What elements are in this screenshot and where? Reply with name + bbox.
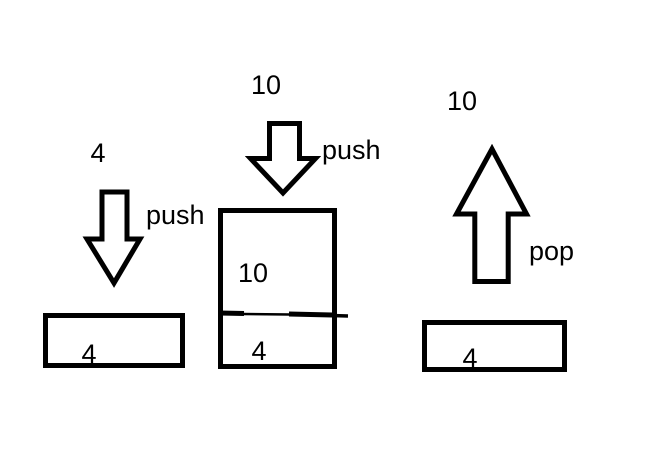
stack-cell-value: 4 [462,343,478,373]
stack-box [422,320,567,372]
operation-label: push [146,200,205,230]
arrow-up-icon [452,144,531,284]
stack-box [218,208,337,369]
stack-cell-value: 4 [81,339,97,369]
operation-label: push [322,135,381,165]
operand-label: 10 [250,70,282,100]
arrow-down-icon [245,121,321,197]
operand-label: 10 [446,86,478,116]
operation-label: pop [529,236,575,266]
stack-cell-value: 4 [251,336,267,366]
stack-divider-line [218,310,349,318]
operand-label: 4 [90,138,106,168]
stack-box [43,313,185,368]
stack-cell-value: 10 [237,258,269,288]
arrow-down-icon [82,189,145,288]
